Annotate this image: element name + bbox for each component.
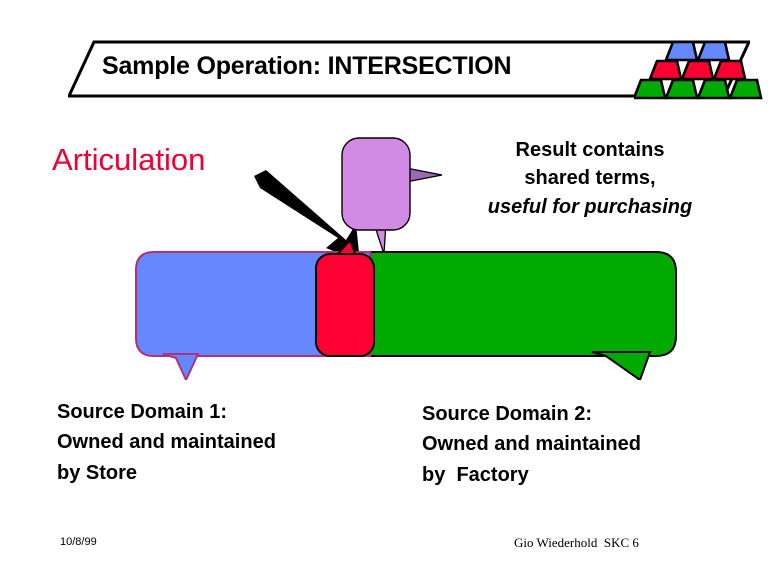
- footer-date: 10/8/99: [60, 536, 97, 548]
- page-title: Sample Operation: INTERSECTION: [102, 52, 512, 80]
- source-domain-2-shape: [354, 251, 677, 382]
- footer-credit: Gio Wiederhold SKC 6: [514, 535, 639, 550]
- callout-right-pointer: [405, 167, 443, 183]
- source-domain-1-caption: Source Domain 1: Owned and maintained by…: [57, 401, 276, 484]
- result-line-1: Result contains: [515, 139, 665, 161]
- logo-green-row: [632, 78, 763, 100]
- logo-blue-row: [664, 40, 731, 62]
- source-domain-1-shape: [135, 251, 371, 383]
- source-domain-2-caption: Source Domain 2: Owned and maintained by…: [422, 403, 641, 486]
- domain-shapes: [135, 238, 677, 383]
- stacked-trapezoid-pyramid-logo: [632, 38, 764, 100]
- arrow-icon: [254, 170, 360, 262]
- callout-body: [341, 137, 411, 231]
- result-emphasis-line: useful for purchasing: [487, 195, 693, 218]
- intersection-result-box: [315, 238, 375, 357]
- intersection-body: [315, 253, 375, 357]
- domain-shapes-layer: [120, 238, 690, 383]
- result-line-2: shared terms,: [524, 167, 656, 190]
- arrow-shape: [254, 170, 360, 262]
- articulation-label: Articulation: [52, 142, 206, 177]
- articulation-arrow: [248, 168, 378, 268]
- logo-icon: [632, 40, 763, 100]
- result-description: Result contains shared terms, useful for…: [440, 136, 740, 221]
- source-domain-1-tail: [162, 353, 200, 383]
- logo-red-row: [648, 59, 747, 81]
